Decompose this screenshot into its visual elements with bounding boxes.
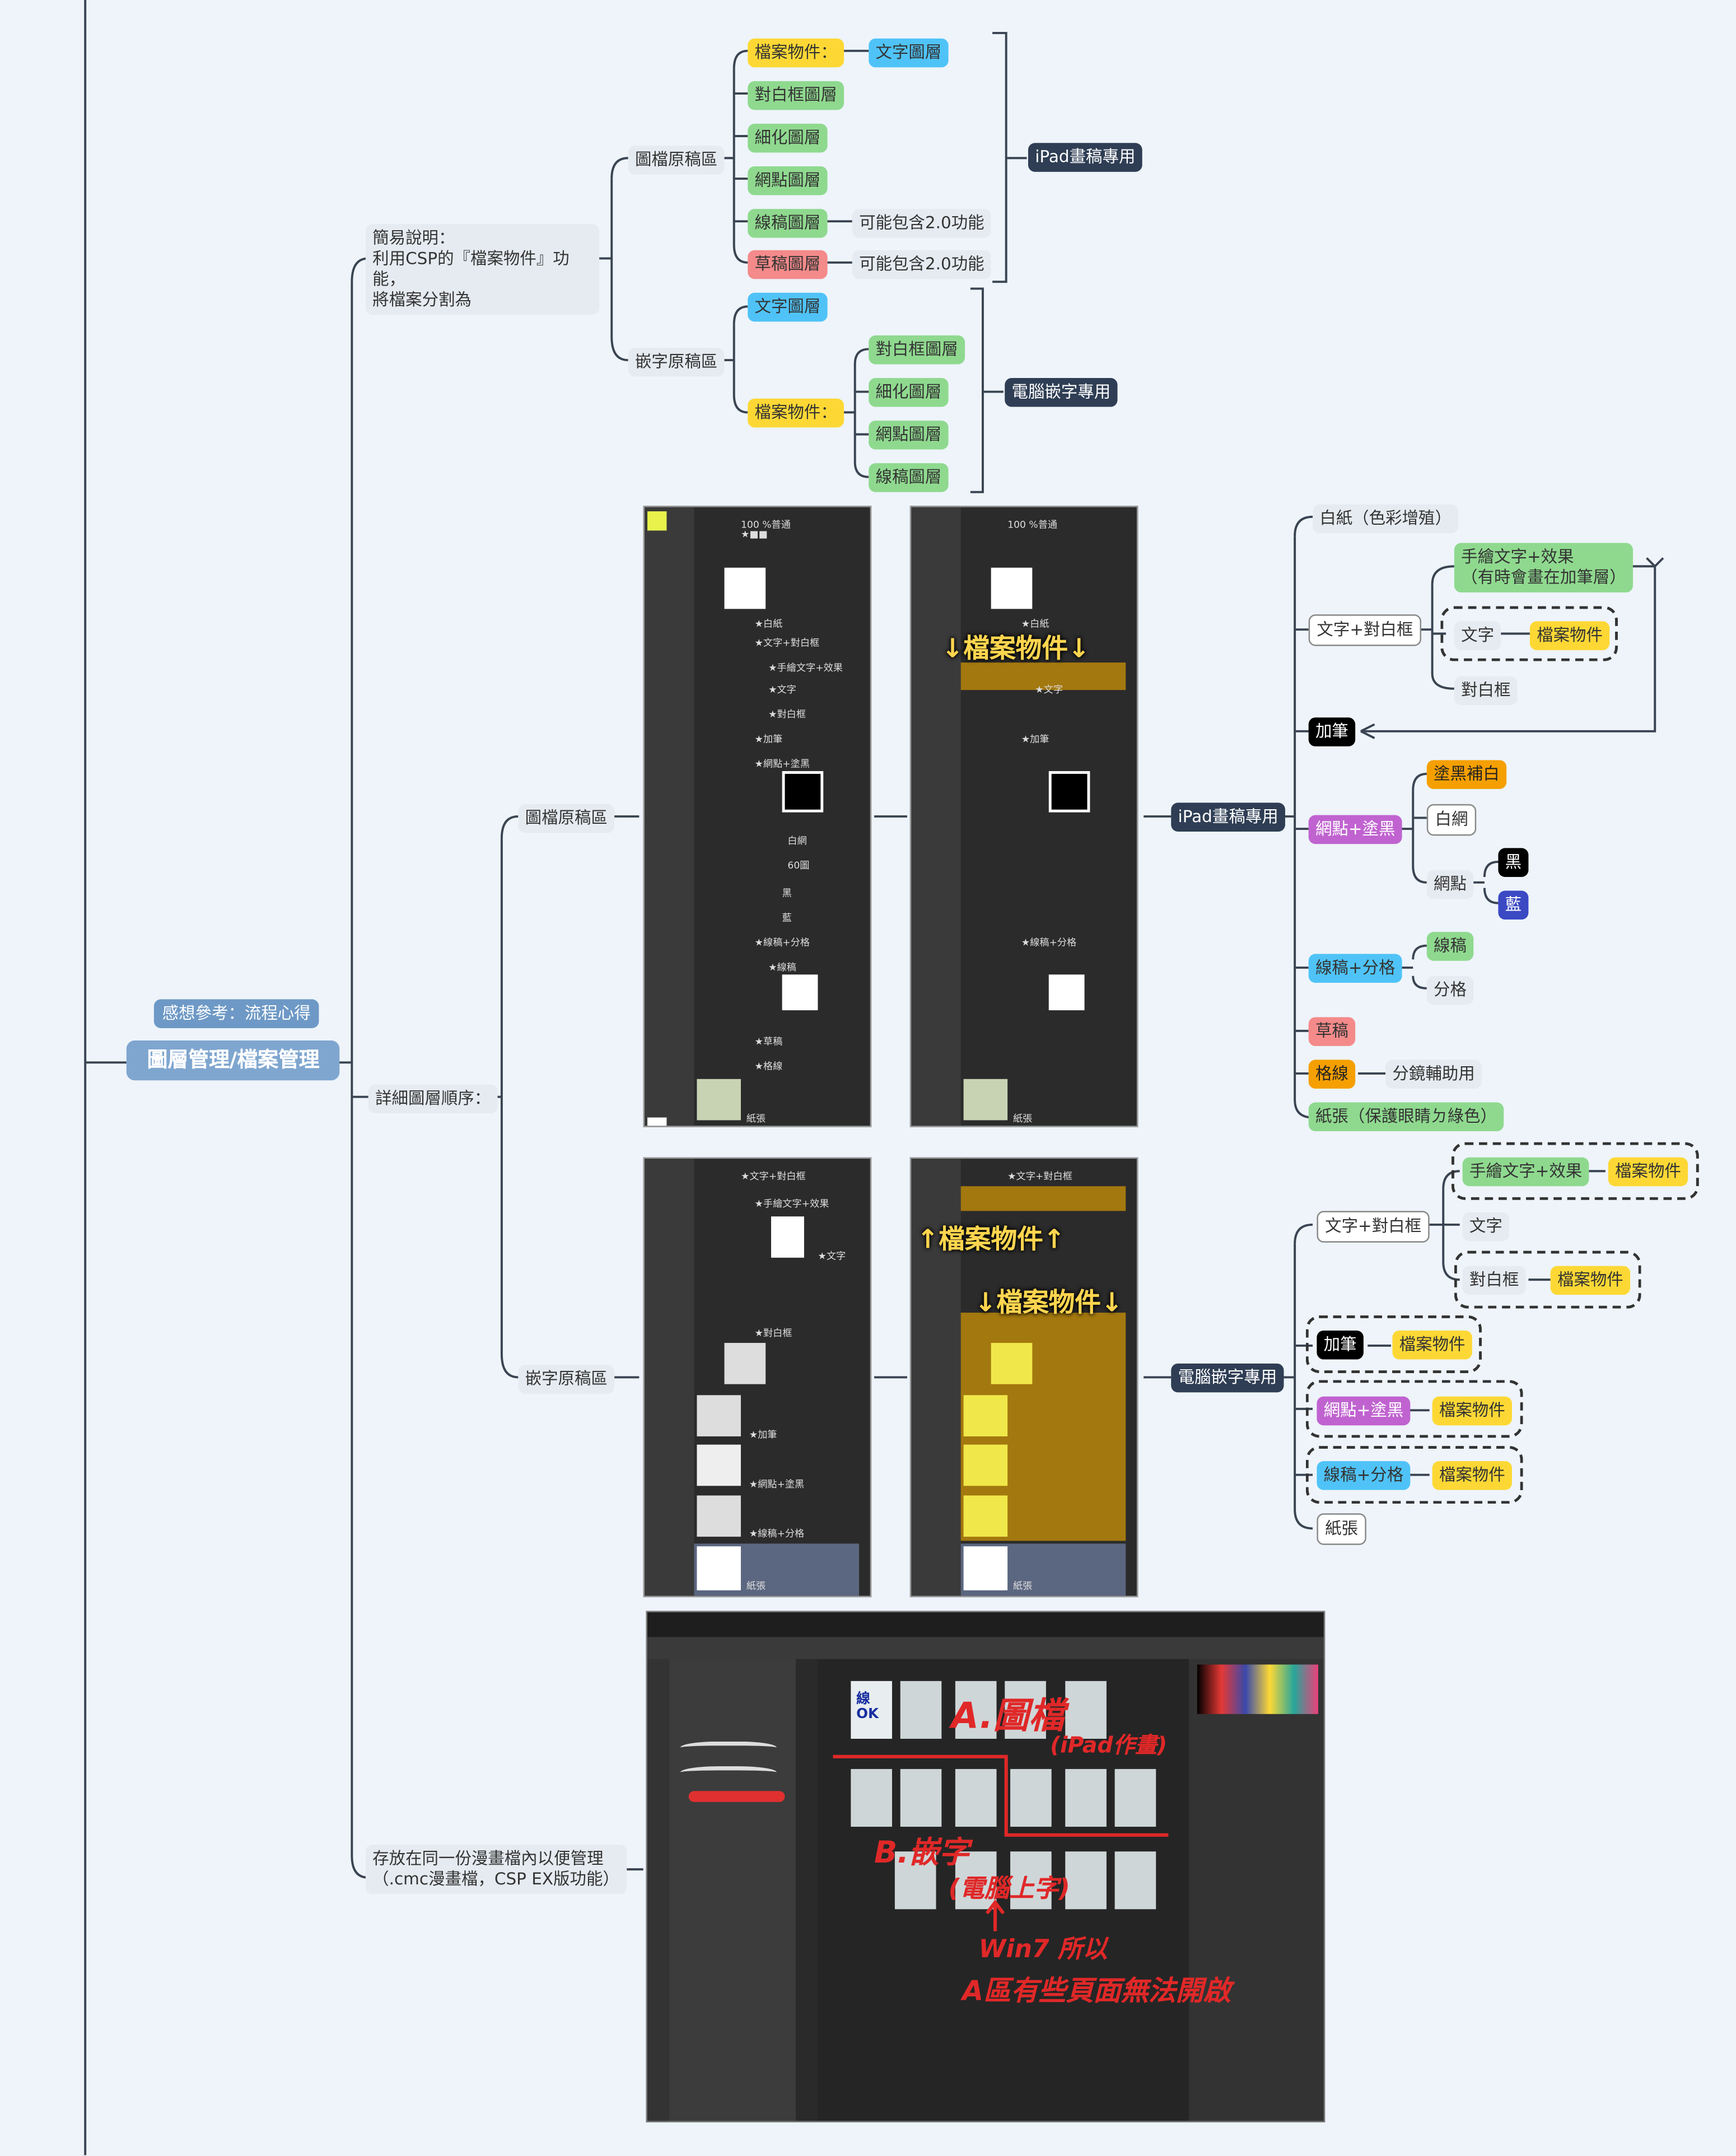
brief-line1: 簡易說明： bbox=[372, 228, 455, 248]
brief-ipad-area[interactable]: 圖檔原稿區 bbox=[628, 146, 725, 175]
color-swatches bbox=[1197, 1664, 1318, 1714]
pc-addpen[interactable]: 加筆 bbox=[1317, 1330, 1364, 1360]
ipad-text[interactable]: 文字 bbox=[1454, 621, 1501, 650]
ipad-black[interactable]: 黑 bbox=[1498, 848, 1529, 877]
pc-bubble[interactable]: 對白框 bbox=[1462, 1266, 1526, 1295]
brief-pc-only[interactable]: 電腦嵌字專用 bbox=[1005, 377, 1118, 407]
storage-line1: 存放在同一份漫畫檔內以便管理 bbox=[372, 1849, 604, 1868]
brief-pc-tone[interactable]: 網點圖層 bbox=[869, 421, 949, 450]
brief-pc-area[interactable]: 嵌字原稿區 bbox=[628, 347, 725, 377]
pc-handtext-object[interactable]: 檔案物件 bbox=[1608, 1157, 1688, 1187]
brief-refine-layer[interactable]: 細化圖層 bbox=[748, 123, 828, 153]
brief-pc-bubble[interactable]: 對白框圖層 bbox=[869, 335, 965, 365]
color-tag bbox=[647, 511, 667, 531]
annotation-a: A.圖檔 bbox=[951, 1696, 1065, 1738]
brief-line-layer[interactable]: 線稿圖層 bbox=[748, 209, 828, 238]
ipad-tone-black[interactable]: 網點+塗黑 bbox=[1308, 815, 1402, 844]
file-object-up-caption: ↑檔案物件↑ bbox=[917, 1224, 1065, 1255]
brief-pc-refine[interactable]: 細化圖層 bbox=[869, 377, 949, 407]
ipad-text-object[interactable]: 檔案物件 bbox=[1529, 621, 1610, 650]
pc-layer-panel-a: ★文字+對白框 ★手繪文字+效果 ★文字 ★對白框 ★加筆 ★網點+塗黑 ★線稿… bbox=[643, 1157, 872, 1598]
detail-ipad-area[interactable]: 圖檔原稿區 bbox=[518, 804, 615, 833]
brief-line3: 將檔案分割為 bbox=[372, 290, 472, 310]
pc-bubble-object[interactable]: 檔案物件 bbox=[1550, 1266, 1631, 1295]
toolbar bbox=[647, 1637, 1324, 1659]
ipad-white-paper[interactable]: 白紙（色彩增殖） bbox=[1313, 504, 1459, 534]
detail-pc-label[interactable]: 電腦嵌字專用 bbox=[1171, 1363, 1284, 1393]
brief-pc-line[interactable]: 線稿圖層 bbox=[869, 463, 949, 492]
menu-bar bbox=[647, 1612, 1324, 1637]
ipad-handtext[interactable]: 手繪文字+效果 （有時會畫在加筆層） bbox=[1454, 543, 1633, 592]
pc-tone-black[interactable]: 網點+塗黑 bbox=[1317, 1396, 1411, 1426]
brief-maybe-line[interactable]: 可能包含2.0功能 bbox=[852, 209, 991, 238]
root-node[interactable]: 圖層管理/檔案管理 bbox=[126, 1040, 340, 1081]
ipad-layer-panel-a: 100 %普通 ★■■ ★白紙 ★文字+對白框 ★手繪文字+效果 ★文字 ★對白… bbox=[643, 506, 872, 1127]
pc-addpen-object[interactable]: 檔案物件 bbox=[1392, 1330, 1472, 1360]
ipad-line[interactable]: 線稿 bbox=[1426, 932, 1474, 961]
reference-tag[interactable]: 感想參考：流程心得 bbox=[153, 999, 319, 1028]
annotation-b-sub: (電腦上字) bbox=[948, 1874, 1070, 1904]
brief-file-object[interactable]: 檔案物件： bbox=[748, 38, 844, 68]
detail-ipad-label[interactable]: iPad畫稿專用 bbox=[1171, 802, 1285, 832]
storage-line2: （.cmc漫畫檔，CSP EX版功能） bbox=[372, 1869, 619, 1889]
pc-line-panel[interactable]: 線稿+分格 bbox=[1317, 1461, 1411, 1490]
ipad-text-bubble[interactable]: 文字+對白框 bbox=[1308, 614, 1422, 646]
annotation-note1: Win7 所以 bbox=[978, 1935, 1108, 1964]
brief-line2: 利用CSP的『檔案物件』功能， bbox=[372, 249, 570, 289]
brief-pc-text[interactable]: 文字圖層 bbox=[748, 292, 828, 322]
pc-text[interactable]: 文字 bbox=[1462, 1212, 1510, 1242]
ipad-black-fill[interactable]: 塗黑補白 bbox=[1426, 760, 1507, 789]
brief-node[interactable]: 簡易說明： 利用CSP的『檔案物件』功能， 將檔案分割為 bbox=[365, 224, 600, 315]
brief-draft-layer[interactable]: 草稿圖層 bbox=[748, 250, 828, 279]
ipad-bubble[interactable]: 對白框 bbox=[1454, 676, 1518, 706]
ipad-grid-note[interactable]: 分鏡輔助用 bbox=[1385, 1060, 1482, 1089]
ipad-blue[interactable]: 藍 bbox=[1498, 890, 1529, 920]
ipad-draft[interactable]: 草稿 bbox=[1308, 1017, 1356, 1046]
ipad-grid[interactable]: 格線 bbox=[1308, 1060, 1356, 1089]
brief-pc-object[interactable]: 檔案物件： bbox=[748, 398, 844, 428]
detail-node[interactable]: 詳細圖層順序： bbox=[368, 1084, 498, 1114]
brief-bubble-layer[interactable]: 對白框圖層 bbox=[748, 81, 844, 110]
ipad-line-panel[interactable]: 線稿+分格 bbox=[1308, 954, 1402, 983]
pc-tone-object[interactable]: 檔案物件 bbox=[1432, 1396, 1512, 1426]
annotation-note2: A區有些頁面無法開啟 bbox=[962, 1973, 1231, 2007]
pc-line-object[interactable]: 檔案物件 bbox=[1432, 1461, 1512, 1490]
ipad-layer-panel-b: ↓檔案物件↓ 100 %普通 ★白紙 ★文字 ★加筆 ★線稿+分格 紙張 bbox=[909, 506, 1138, 1127]
brush-panel bbox=[669, 1659, 796, 2121]
brief-maybe-draft[interactable]: 可能包含2.0功能 bbox=[852, 250, 991, 279]
detail-pc-area[interactable]: 嵌字原稿區 bbox=[518, 1365, 615, 1394]
ipad-white-fill[interactable]: 白網 bbox=[1426, 804, 1477, 836]
pc-paper[interactable]: 紙張 bbox=[1317, 1513, 1366, 1545]
file-object-down-caption: ↓檔案物件↓ bbox=[974, 1287, 1123, 1318]
pc-text-bubble[interactable]: 文字+對白框 bbox=[1317, 1211, 1430, 1243]
tool-strip bbox=[647, 1659, 670, 2121]
ipad-addpen[interactable]: 加筆 bbox=[1308, 717, 1356, 746]
annotation-b: B.嵌字 bbox=[874, 1836, 969, 1871]
pc-handtext[interactable]: 手繪文字+效果 bbox=[1462, 1157, 1589, 1187]
brief-ipad-only[interactable]: iPad畫稿專用 bbox=[1028, 143, 1142, 172]
ipad-panel[interactable]: 分格 bbox=[1426, 976, 1474, 1005]
annotation-a-sub: (iPad作畫) bbox=[1050, 1732, 1168, 1758]
brief-text-layer[interactable]: 文字圖層 bbox=[869, 38, 949, 68]
page-thumb: 線OK bbox=[851, 1681, 892, 1739]
ipad-tone[interactable]: 網點 bbox=[1426, 870, 1474, 899]
right-panel bbox=[1189, 1659, 1324, 2121]
brief-tone-layer[interactable]: 網點圖層 bbox=[748, 166, 828, 195]
file-object-caption: ↓檔案物件↓ bbox=[941, 633, 1090, 664]
pc-layer-panel-b: ↑檔案物件↑ ↓檔案物件↓ ★文字+對白框 紙張 bbox=[909, 1157, 1138, 1598]
ipad-paper[interactable]: 紙張（保護眼睛ㄉ綠色） bbox=[1308, 1102, 1504, 1132]
storage-node[interactable]: 存放在同一份漫畫檔內以便管理 （.cmc漫畫檔，CSP EX版功能） bbox=[365, 1844, 627, 1894]
